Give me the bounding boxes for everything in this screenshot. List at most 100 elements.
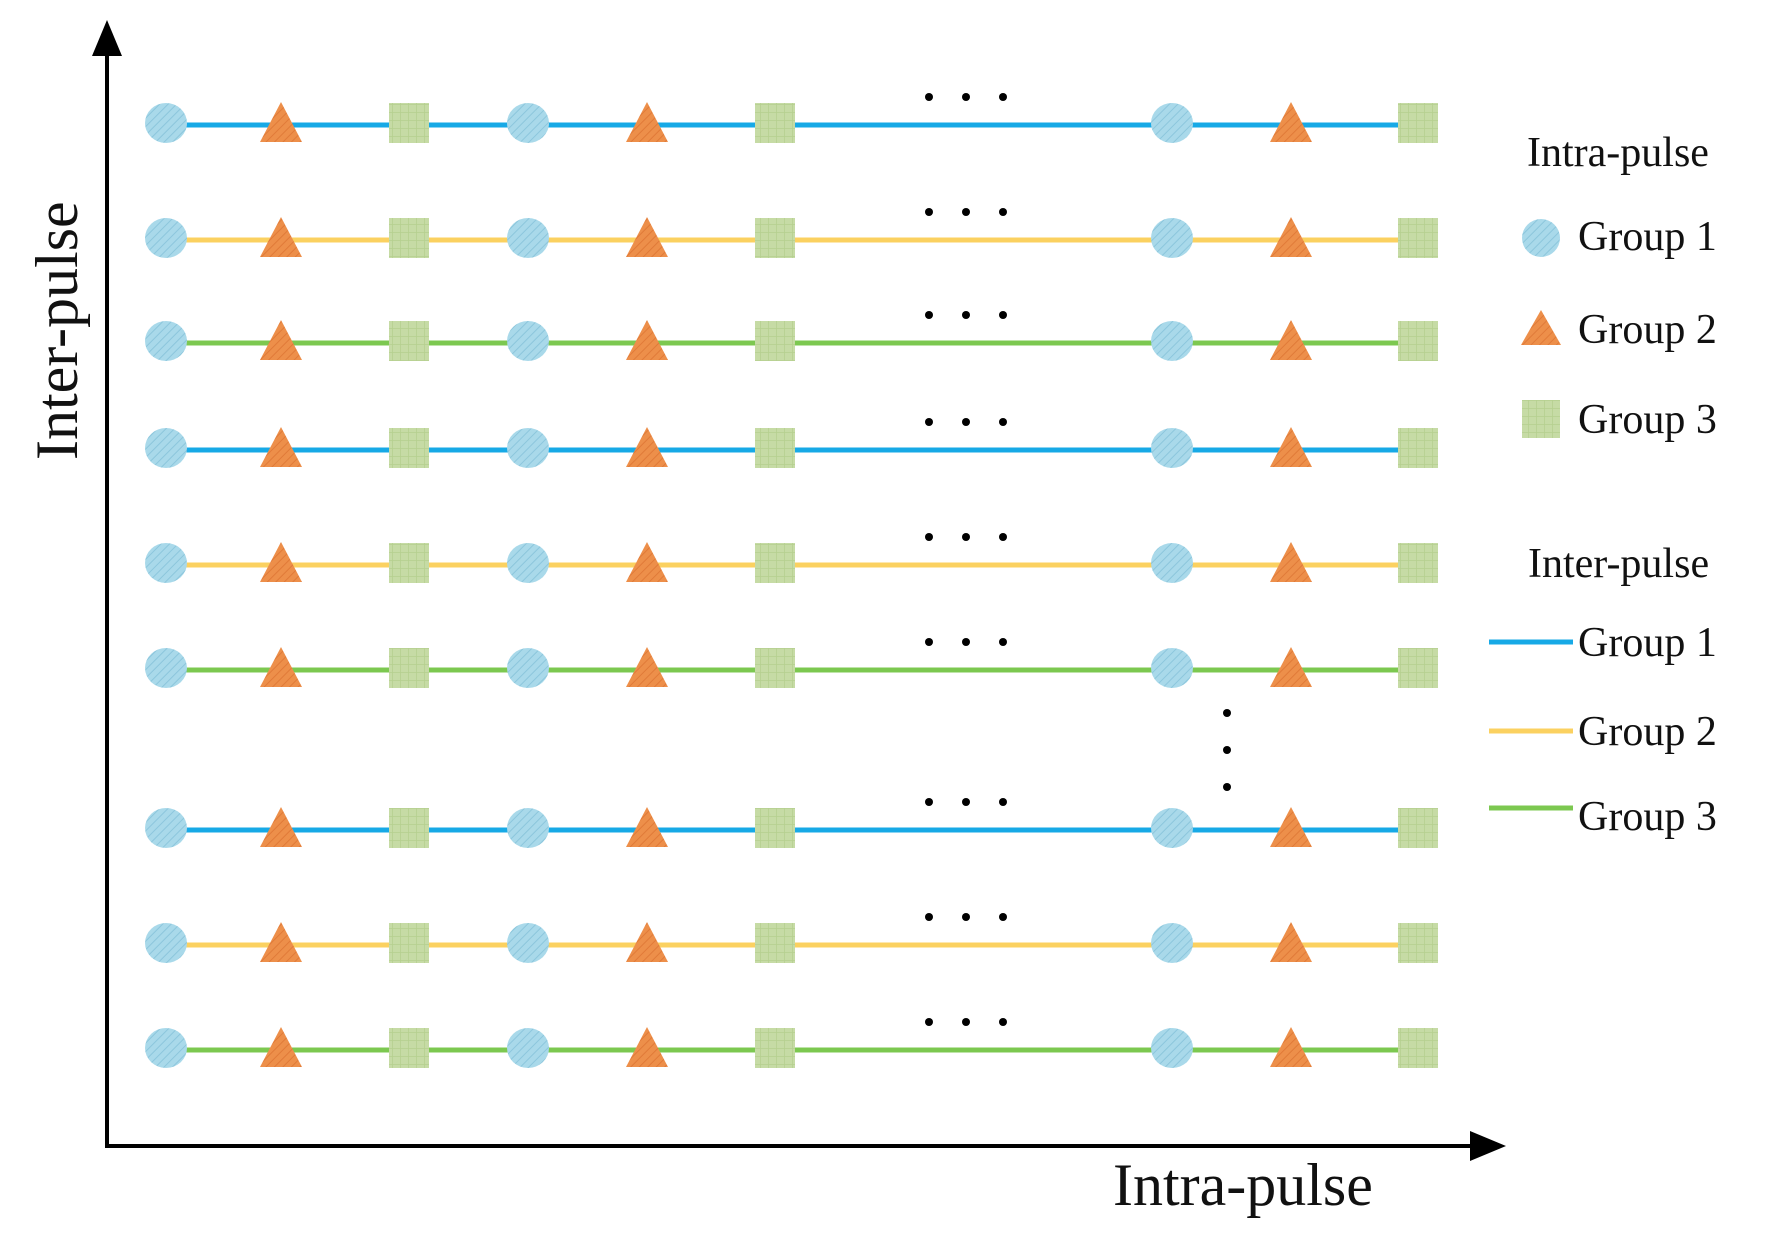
pulse-rows xyxy=(145,93,1438,1068)
square-marker-icon xyxy=(1398,648,1438,688)
square-marker-icon xyxy=(1398,543,1438,583)
square-marker-icon xyxy=(389,321,429,361)
legend: Intra-pulse Group 1 Group 2 Group 3 Inte… xyxy=(1489,130,1717,840)
circle-marker-icon xyxy=(507,1028,549,1068)
pulse-row xyxy=(145,418,1438,468)
circle-marker-icon xyxy=(1151,428,1193,468)
circle-marker-icon xyxy=(145,103,187,143)
legend-intra-item-2: Group 2 xyxy=(1578,307,1717,353)
pulse-row xyxy=(145,1018,1438,1068)
circle-marker-icon xyxy=(145,428,187,468)
circle-marker-icon xyxy=(507,428,549,468)
triangle-marker-icon xyxy=(1270,320,1312,360)
square-marker-icon xyxy=(389,648,429,688)
square-marker-icon xyxy=(755,923,795,963)
triangle-marker-icon xyxy=(1270,1027,1312,1067)
triangle-marker-icon xyxy=(260,1027,302,1067)
pulse-row xyxy=(145,533,1438,583)
horizontal-ellipsis-icon xyxy=(925,93,1007,101)
legend-intra-title: Intra-pulse xyxy=(1527,130,1709,176)
pulse-row xyxy=(145,798,1438,848)
legend-inter-title: Inter-pulse xyxy=(1528,541,1709,587)
square-marker-icon xyxy=(389,543,429,583)
horizontal-ellipsis-icon xyxy=(925,208,1007,216)
circle-marker-icon xyxy=(507,321,549,361)
square-marker-icon xyxy=(755,808,795,848)
legend-square-marker-icon xyxy=(1522,400,1560,438)
x-axis-label: Intra-pulse xyxy=(1113,1152,1373,1218)
circle-marker-icon xyxy=(1151,808,1193,848)
square-marker-icon xyxy=(389,808,429,848)
triangle-marker-icon xyxy=(260,217,302,257)
circle-marker-icon xyxy=(507,808,549,848)
circle-marker-icon xyxy=(1151,543,1193,583)
pulse-row xyxy=(145,311,1438,361)
circle-marker-icon xyxy=(145,1028,187,1068)
square-marker-icon xyxy=(755,648,795,688)
horizontal-ellipsis-icon xyxy=(925,638,1007,646)
pulse-row xyxy=(145,638,1438,688)
circle-marker-icon xyxy=(145,321,187,361)
circle-marker-icon xyxy=(507,218,549,258)
circle-marker-icon xyxy=(145,648,187,688)
square-marker-icon xyxy=(389,923,429,963)
triangle-marker-icon xyxy=(260,922,302,962)
square-marker-icon xyxy=(1398,103,1438,143)
triangle-marker-icon xyxy=(1270,102,1312,142)
square-marker-icon xyxy=(389,428,429,468)
legend-inter-item-2: Group 2 xyxy=(1578,709,1717,755)
triangle-marker-icon xyxy=(626,427,668,467)
legend-intra-item-3: Group 3 xyxy=(1578,397,1717,443)
triangle-marker-icon xyxy=(626,102,668,142)
triangle-marker-icon xyxy=(1270,647,1312,687)
square-marker-icon xyxy=(755,103,795,143)
square-marker-icon xyxy=(755,543,795,583)
triangle-marker-icon xyxy=(626,1027,668,1067)
legend-intra-item-1: Group 1 xyxy=(1578,214,1717,260)
circle-marker-icon xyxy=(1151,103,1193,143)
triangle-marker-icon xyxy=(260,102,302,142)
square-marker-icon xyxy=(1398,428,1438,468)
square-marker-icon xyxy=(755,428,795,468)
circle-marker-icon xyxy=(507,923,549,963)
triangle-marker-icon xyxy=(260,427,302,467)
square-marker-icon xyxy=(1398,808,1438,848)
circle-marker-icon xyxy=(145,808,187,848)
x-axis-arrow-icon xyxy=(1470,1131,1506,1161)
legend-inter-item-1: Group 1 xyxy=(1578,620,1717,666)
triangle-marker-icon xyxy=(260,807,302,847)
square-marker-icon xyxy=(755,1028,795,1068)
circle-marker-icon xyxy=(145,218,187,258)
circle-marker-icon xyxy=(1151,648,1193,688)
triangle-marker-icon xyxy=(260,320,302,360)
legend-triangle-marker-icon xyxy=(1521,310,1561,345)
horizontal-ellipsis-icon xyxy=(925,1018,1007,1026)
square-marker-icon xyxy=(389,218,429,258)
circle-marker-icon xyxy=(1151,1028,1193,1068)
square-marker-icon xyxy=(1398,923,1438,963)
horizontal-ellipsis-icon xyxy=(925,913,1007,921)
horizontal-ellipsis-icon xyxy=(925,311,1007,319)
circle-marker-icon xyxy=(507,648,549,688)
square-marker-icon xyxy=(1398,218,1438,258)
legend-inter-item-3: Group 3 xyxy=(1578,794,1717,840)
pulse-row xyxy=(145,913,1438,963)
y-axis-arrow-icon xyxy=(92,20,122,56)
triangle-marker-icon xyxy=(626,320,668,360)
square-marker-icon xyxy=(1398,1028,1438,1068)
square-marker-icon xyxy=(755,218,795,258)
triangle-marker-icon xyxy=(626,807,668,847)
horizontal-ellipsis-icon xyxy=(925,798,1007,806)
legend-circle-marker-icon xyxy=(1522,219,1560,257)
pulse-row xyxy=(145,93,1438,143)
pulse-row xyxy=(145,208,1438,258)
circle-marker-icon xyxy=(1151,218,1193,258)
horizontal-ellipsis-icon xyxy=(925,418,1007,426)
triangle-marker-icon xyxy=(626,647,668,687)
horizontal-ellipsis-icon xyxy=(925,533,1007,541)
square-marker-icon xyxy=(755,321,795,361)
circle-marker-icon xyxy=(1151,321,1193,361)
square-marker-icon xyxy=(389,1028,429,1068)
circle-marker-icon xyxy=(145,543,187,583)
y-axis-label: Inter-pulse xyxy=(24,201,90,460)
